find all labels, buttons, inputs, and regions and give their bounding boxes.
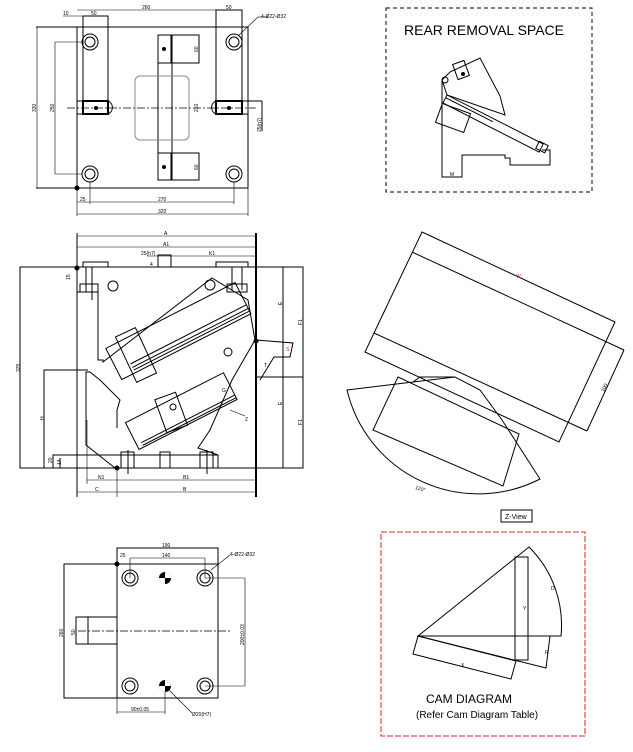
dim-190: 190 (162, 543, 171, 549)
top-plate-outline (76, 26, 249, 189)
dim-260: 260 (59, 628, 65, 637)
dim-S: S (286, 347, 290, 353)
dim-E-bottom: E (278, 401, 284, 405)
cam-D: D (551, 586, 555, 592)
dim-260: 260 (142, 5, 151, 11)
dim-N1: N1 (98, 475, 105, 481)
dim-325: 325 (16, 363, 22, 372)
dim-90: 90±0.05 (131, 707, 149, 713)
hole-callout-bottom: 4-Ø22-Ø32 (230, 552, 255, 558)
dim-140: 140 (162, 553, 171, 559)
dim-270: 270 (158, 197, 167, 203)
dim-210: 210 (194, 103, 200, 112)
dim-F1-top: F1 (298, 319, 304, 325)
bottom-view: 190 25 140 4-Ø22-Ø32 260 50 200±0.03 90±… (59, 543, 255, 718)
cam-Y: Y (523, 606, 527, 612)
cam-diagram-title: CAM DIAGRAM (426, 692, 512, 706)
dim-10: 10 (63, 11, 69, 17)
dim-F1-bottom: F1 (298, 419, 304, 425)
dim-330: 330 (32, 103, 38, 112)
dim-C: C (95, 487, 99, 493)
top-view: 10 50 260 50 4-Ø22-Ø32 330 250 60 210 60… (32, 5, 286, 216)
cam-driver (124, 372, 238, 451)
bolt-holes (81, 33, 243, 183)
dim-M: M (450, 172, 454, 178)
dim-B: B (183, 487, 187, 493)
left-clamp-bar (82, 15, 109, 115)
right-clamp-bar (215, 9, 243, 115)
side-view: A A1 25(h7) K1 4 15 325 H 20 14 N1 B1 C … (16, 231, 304, 497)
z-view: W 100 120° Z-View (346, 231, 625, 523)
rear-removal-panel: REAR REMOVAL SPACE M (385, 7, 593, 193)
dim-50: 50 (71, 629, 77, 635)
dim-A: A (164, 231, 168, 237)
dim-60-top: 60 (194, 46, 200, 52)
dim-50-right: 50 (226, 5, 232, 11)
cam-R: R (545, 650, 549, 656)
dim-120deg: 120° (414, 485, 426, 493)
dim-25: 25 (80, 197, 86, 203)
cam-diagram-panel: Y D R X CAM DIAGRAM (Refer Cam Diagram T… (380, 531, 586, 737)
dim-G: G (222, 388, 226, 394)
dowel-pins (159, 572, 171, 692)
dim-E-top: E (278, 301, 284, 305)
hole-callout: 4-Ø22-Ø32 (261, 14, 286, 20)
dim-K1: K1 (209, 251, 215, 257)
cam-X: X (461, 663, 465, 669)
dim-14: 14 (57, 459, 63, 465)
pin-callout: Ø20(H7) (192, 712, 212, 718)
cam-diagram-subtitle: (Refer Cam Diagram Table) (416, 710, 538, 721)
dim-Z: Z (245, 417, 248, 423)
dim-4: 4 (150, 262, 153, 268)
dim-T: T (264, 363, 267, 369)
rear-removal-title: REAR REMOVAL SPACE (404, 22, 564, 38)
dim-W: W (516, 274, 521, 280)
dim-250: 250 (50, 103, 56, 112)
dim-15: 15 (66, 274, 72, 280)
dim-25: 25 (120, 553, 126, 559)
dim-50-left: 50 (91, 11, 97, 17)
dim-200: 200±0.03 (240, 624, 246, 645)
cam-slide (105, 281, 252, 381)
z-view-label-box (500, 509, 533, 523)
dim-60-bottom: 60 (194, 164, 200, 170)
dim-B1: B1 (183, 475, 189, 481)
dim-25h7: 25(h7) (257, 117, 263, 132)
z-view-label: Z-View (505, 514, 528, 521)
dim-A1: A1 (163, 242, 169, 248)
bolt-holes (121, 569, 214, 695)
dim-20: 20 (48, 457, 54, 463)
dim-100: 100 (600, 383, 609, 393)
dim-H: H (40, 416, 46, 420)
dim-25h7-side: 25(h7) (141, 251, 156, 257)
dim-320: 320 (158, 209, 167, 215)
